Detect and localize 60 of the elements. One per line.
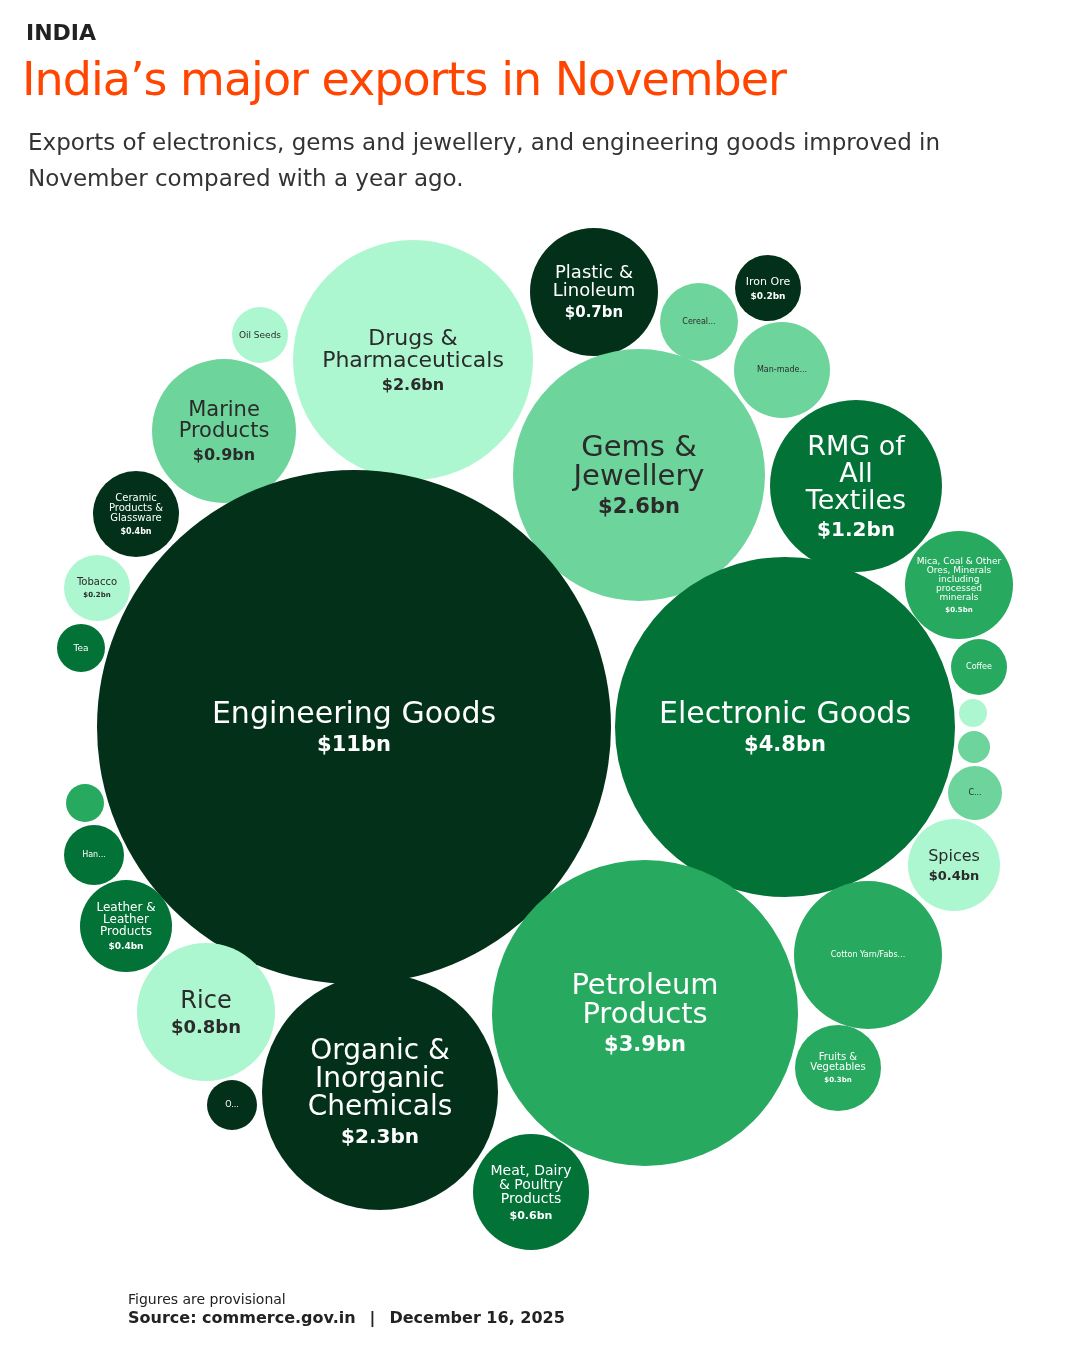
category-label: Spices [928, 847, 980, 864]
value-label: $2.6bn [598, 494, 680, 518]
section-label: INDIA [26, 20, 97, 45]
category-label: Cereal... [682, 318, 716, 326]
value-label: $0.9bn [192, 444, 256, 464]
category-label: RMG of All Textiles [804, 431, 908, 513]
subtitle: Exports of electronics, gems and jewellery, and engineering goods improved in November compared with a year ago. [28, 128, 941, 193]
export-bubble [207, 1080, 257, 1130]
empty-bubble [66, 784, 104, 822]
separator: | [369, 1308, 376, 1327]
category-label: Drugs & Pharmaceuticals [321, 326, 505, 371]
value-label: $0.2bn [750, 290, 786, 301]
value-label: $0.7bn [564, 303, 624, 321]
export-bubble [57, 624, 105, 672]
value-label: $11bn [317, 732, 391, 756]
date-label: December 16, 2025 [389, 1308, 565, 1327]
category-label: Ceramic Products & Glassware [107, 492, 165, 523]
value-label: $0.8bn [170, 1015, 242, 1037]
export-bubble [734, 322, 830, 418]
source-note: Source: commerce.gov.in [128, 1308, 356, 1327]
category-label: Gems & Jewellery [571, 432, 706, 490]
category-label: Tea [73, 643, 89, 653]
empty-bubble [958, 731, 990, 763]
value-label: $3.9bn [604, 1032, 686, 1056]
category-label: Plastic & Linoleum [551, 263, 637, 299]
category-label: Tobacco [76, 577, 118, 587]
category-label: Meat, Dairy & Poultry Products [489, 1162, 573, 1205]
empty-bubble [959, 699, 987, 727]
value-label: $0.6bn [509, 1208, 553, 1222]
category-label: Cotton Yarn/Fabs... [830, 951, 906, 959]
category-label: Fruits & Vegetables [809, 1052, 867, 1072]
category-label: Han... [82, 851, 106, 859]
category-label: Mica, Coal & Other Ores, Minerals including processed minerals [916, 556, 1002, 602]
category-label: Leather & Leather Products [95, 901, 157, 937]
footnote: Figures are provisional [128, 1291, 286, 1307]
export-bubble [232, 307, 288, 363]
category-label: C... [968, 789, 982, 797]
value-label: $0.4bn [108, 941, 144, 951]
export-bubble [951, 639, 1007, 695]
value-label: $0.4bn [928, 867, 980, 883]
category-label: Rice [180, 987, 232, 1012]
value-label: $1.2bn [817, 516, 895, 541]
category-label: Petroleum Products [570, 970, 720, 1028]
value-label: $0.4bn [120, 526, 152, 536]
category-label: Electronic Goods [658, 698, 911, 728]
value-label: $2.6bn [381, 374, 445, 394]
category-label: Organic & Inorganic Chemicals [306, 1036, 454, 1120]
category-label: Oil Seeds [238, 330, 282, 340]
chart-title: India’s major exports in November [22, 52, 786, 106]
value-label: $4.8bn [744, 732, 826, 756]
export-bubble [64, 555, 130, 621]
category-label: Coffee [966, 663, 992, 671]
export-bubble [948, 766, 1002, 820]
category-label: Iron Ore [745, 275, 791, 287]
value-label: $2.3bn [341, 1124, 419, 1148]
category-label: Marine Products [177, 398, 271, 441]
category-label: Engineering Goods [211, 698, 497, 728]
export-bubble [64, 825, 124, 885]
category-label: Man-made... [756, 366, 808, 374]
category-label: O... [225, 1101, 239, 1109]
